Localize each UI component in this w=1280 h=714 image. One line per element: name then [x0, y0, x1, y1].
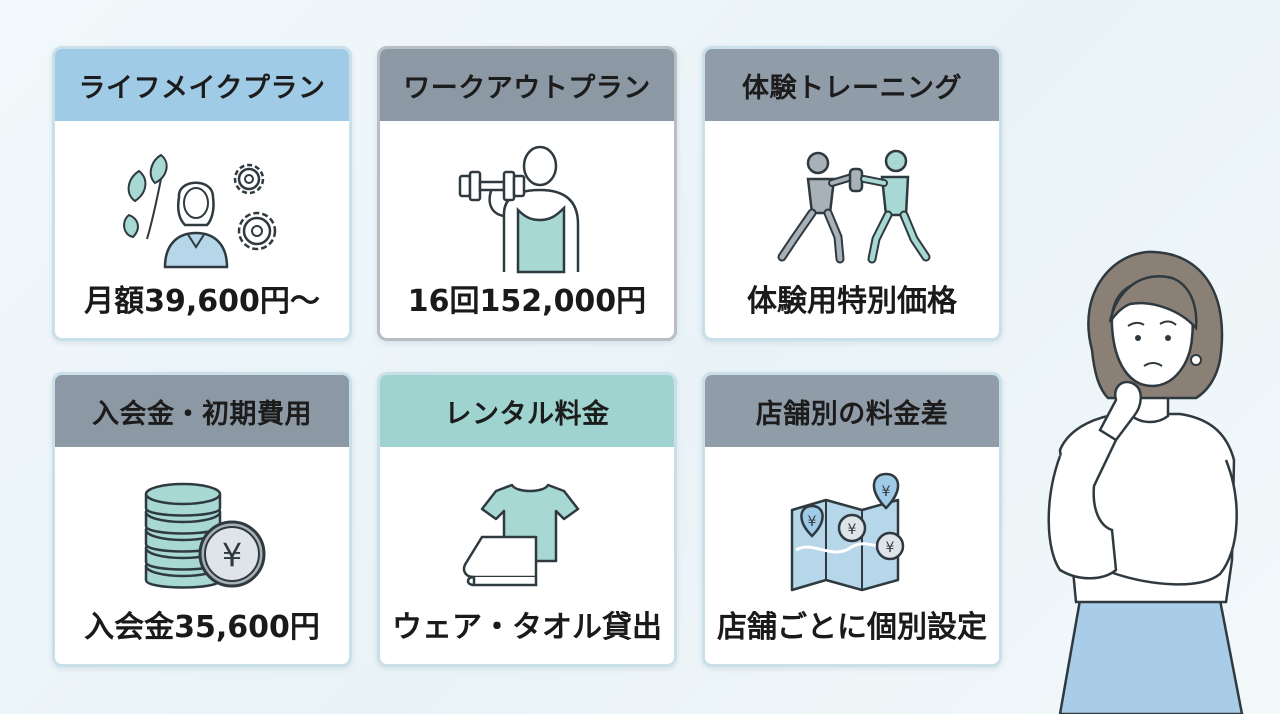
plan-card-lifemake: ライフメイクプラン 月額39,600円〜 [52, 46, 352, 341]
person-leaves-gears-icon [55, 139, 349, 279]
card-title: レンタル料金 [380, 375, 674, 447]
card-price: 入会金35,600円 [84, 610, 320, 645]
plan-card-trial: 体験トレーニング 体験用特別価格 [702, 46, 1002, 341]
shirt-towel-icon [380, 465, 674, 605]
card-title: ライフメイクプラン [55, 49, 349, 121]
plan-card-workout: ワークアウトプラン 16回152,000円 [377, 46, 677, 341]
plan-card-store-price: 店舗別の料金差 ¥ ¥ ¥ ¥ 店舗ごとに個別設定 [702, 372, 1002, 667]
svg-text:¥: ¥ [886, 540, 895, 556]
plan-card-rental: レンタル料金 ウェア・タオル貸出 [377, 372, 677, 667]
card-price: 店舗ごとに個別設定 [717, 610, 987, 645]
card-title: 体験トレーニング [705, 49, 999, 121]
svg-text:¥: ¥ [808, 514, 817, 530]
map-yen-pins-icon: ¥ ¥ ¥ ¥ [705, 465, 999, 605]
plan-card-initial-fee: 入会金・初期費用 ¥ 入会金35,600円 [52, 372, 352, 667]
thinking-woman-illustration [1020, 230, 1280, 714]
svg-text:¥: ¥ [882, 484, 891, 500]
card-price: 体験用特別価格 [747, 284, 957, 319]
dumbbell-athlete-icon [380, 139, 674, 279]
coins-yen-icon: ¥ [55, 465, 349, 605]
card-title: 店舗別の料金差 [705, 375, 999, 447]
card-price: 月額39,600円〜 [84, 284, 320, 319]
card-price: ウェア・タオル貸出 [392, 610, 662, 645]
svg-text:¥: ¥ [848, 522, 857, 538]
card-title: 入会金・初期費用 [55, 375, 349, 447]
card-price: 16回152,000円 [407, 284, 647, 319]
svg-text:¥: ¥ [222, 536, 242, 574]
boxing-training-icon [705, 139, 999, 279]
card-title: ワークアウトプラン [380, 49, 674, 121]
